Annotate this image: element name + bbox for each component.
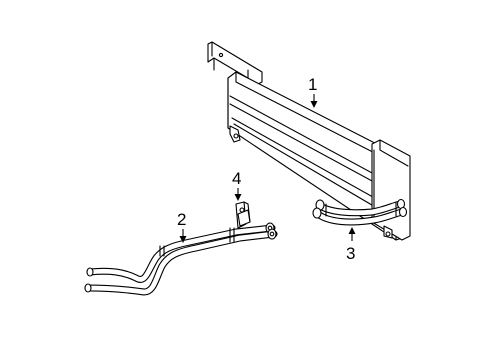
cooler-end-tank xyxy=(371,139,411,241)
callout-4: 4 xyxy=(232,169,242,201)
oil-cooler[interactable] xyxy=(207,41,411,241)
callout-4-label: 4 xyxy=(232,169,241,188)
callout-3: 3 xyxy=(346,227,356,263)
callout-2: 2 xyxy=(177,210,187,243)
cooler-lines[interactable] xyxy=(84,222,278,296)
cooler-hose-assembly[interactable] xyxy=(312,198,408,226)
callout-2-label: 2 xyxy=(177,210,186,229)
line-fitting xyxy=(86,267,94,277)
callout-1: 1 xyxy=(308,75,318,108)
callout-3-label: 3 xyxy=(346,244,355,263)
callout-1-label: 1 xyxy=(308,75,317,94)
line-bracket[interactable] xyxy=(235,201,251,229)
